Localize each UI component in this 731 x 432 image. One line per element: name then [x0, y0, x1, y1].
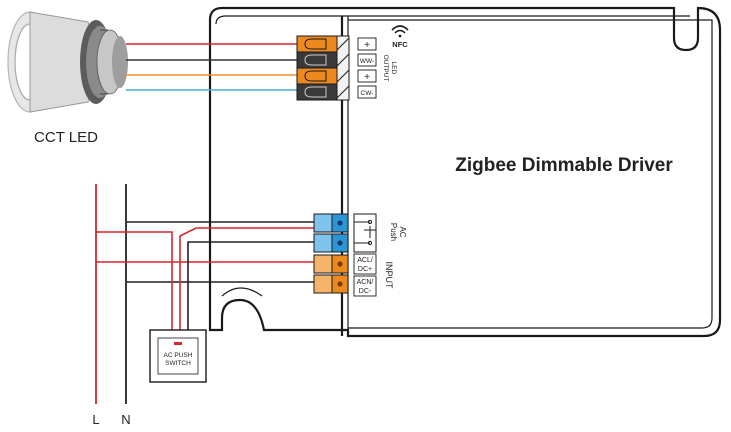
output-terminal-1: + [364, 40, 370, 51]
ac-push-symbol [353, 213, 377, 253]
led-output-label: LED OUTPUT [382, 55, 397, 82]
input-terminal-acn-line1: ACN/ [357, 279, 374, 286]
ac-push-label: AC Push [389, 223, 407, 241]
ac-push-switch [149, 329, 207, 383]
input-terminal-acn-line2: DC- [359, 288, 372, 295]
ac-push-label-line1: AC [398, 226, 407, 237]
output-terminal-4: CW- [361, 90, 374, 97]
input-terminal-labels: ACL/ DC+ ACN/ DC- [353, 253, 377, 297]
input-label-text: INPUT [384, 262, 394, 290]
ac-push-label-line2: Push [389, 223, 398, 241]
nfc-label: NFC [392, 40, 408, 49]
input-terminal-acl-line2: DC+ [358, 266, 372, 273]
output-terminal-block [296, 35, 350, 101]
live-label: L [92, 412, 99, 427]
led-label: CCT LED [34, 129, 98, 146]
mains-wires [95, 184, 127, 404]
input-terminal-acl-line1: ACL/ [357, 257, 373, 264]
nfc-icon [391, 25, 409, 38]
neutral-label: N [121, 412, 130, 427]
cct-led-lamp [7, 11, 128, 113]
output-terminal-2: WW- [360, 58, 374, 65]
output-terminal-3: + [364, 72, 370, 83]
driver-title: Zigbee Dimmable Driver [455, 155, 673, 176]
output-wires [126, 43, 302, 91]
led-output-label-line1: LED [390, 62, 397, 75]
input-wires [96, 221, 320, 332]
switch-label-line2: SWITCH [165, 360, 191, 367]
switch-label-line1: AC PUSH [164, 352, 193, 359]
input-terminal-block [313, 213, 349, 294]
led-output-label-line2: OUTPUT [382, 55, 389, 82]
input-label: INPUT [384, 262, 394, 290]
output-terminal-labels: + WW- + CW- [357, 37, 377, 99]
